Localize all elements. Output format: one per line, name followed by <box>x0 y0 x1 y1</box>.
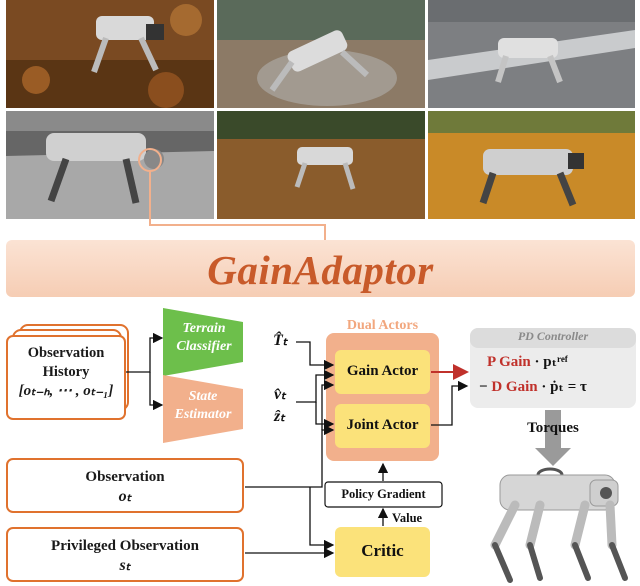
privileged-observation-box: Privileged Observation sₜ <box>6 527 244 582</box>
critic-shape <box>335 527 430 577</box>
value-label: Value <box>392 511 423 525</box>
photo-robot-on-slope <box>217 111 425 219</box>
pd-controller-title: PD Controller <box>517 329 589 343</box>
minus-sign: − <box>479 379 488 395</box>
observation-label: Observation <box>85 469 165 485</box>
policy-gradient-box <box>324 481 443 508</box>
state-estimator-shape <box>163 375 243 443</box>
photo-robot-on-rock <box>217 0 425 108</box>
method-title: GainAdaptor <box>207 247 434 293</box>
privileged-symbol: sₜ <box>119 557 131 574</box>
terrain-output: T̂ₜ <box>273 332 288 349</box>
pd-equation-line2: − D Gain · ṗₜ = τ <box>479 377 587 396</box>
history-label-line1: Observation <box>27 345 105 361</box>
observation-symbol: oₜ <box>118 488 132 505</box>
joint-actor-shape <box>335 404 430 448</box>
photo-robot-on-leaf-field <box>428 111 635 219</box>
terrain-classifier-shape <box>163 308 243 376</box>
title-banner: GainAdaptor <box>6 240 635 297</box>
gain-actor-shape <box>335 350 430 394</box>
quadruped-robot-illustration <box>490 467 628 583</box>
photo-robot-on-leaves <box>6 0 214 108</box>
observation-box: Observation oₜ <box>6 458 244 513</box>
critic-label: Critic <box>361 541 404 560</box>
privileged-label: Privileged Observation <box>51 538 199 554</box>
d-gain-label: D Gain <box>491 379 538 395</box>
pd-equation-line1: P Gain · pₜʳᵉᶠ <box>487 352 568 371</box>
torques-arrow <box>535 410 571 466</box>
history-label-line2: History <box>42 364 90 380</box>
policy-gradient-label: Policy Gradient <box>341 487 426 501</box>
velocity-output: v̂ₜ <box>274 386 286 403</box>
history-expression: [oₜ₋ₕ, ⋯ , oₜ₋₁] <box>18 383 114 399</box>
p-gain-tail: · pₜʳᵉᶠ <box>534 354 568 370</box>
gain-actor-label: Gain Actor <box>346 363 419 379</box>
p-gain-label: P Gain <box>487 354 531 370</box>
torques-label: Torques <box>527 420 579 436</box>
state-estimator-label: State Estimator <box>174 389 232 422</box>
latent-output: ẑₜ <box>274 408 285 425</box>
d-gain-tail: · ṗₜ = τ <box>541 379 587 395</box>
dual-actors-title: Dual Actors <box>346 318 419 333</box>
terrain-classifier-label: Terrain Classifier <box>176 321 232 354</box>
photo-robot-on-road <box>428 0 635 108</box>
joint-actor-label: Joint Actor <box>346 417 419 433</box>
observation-history-box: Observation History [oₜ₋ₕ, ⋯ , oₜ₋₁] <box>6 335 126 420</box>
